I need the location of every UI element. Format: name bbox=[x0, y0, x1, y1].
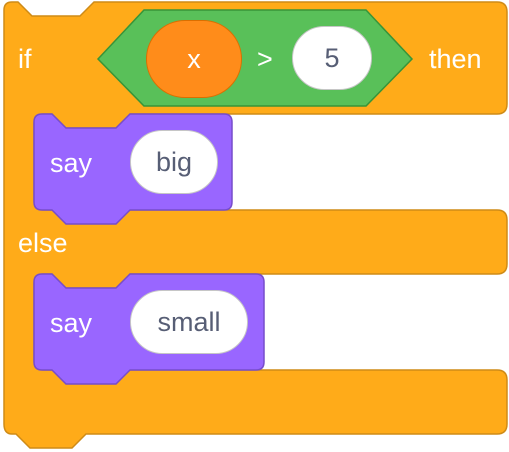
then-label: then bbox=[429, 44, 482, 74]
say-label-else: say bbox=[50, 308, 93, 338]
else-label: else bbox=[18, 228, 68, 258]
condition-value-input[interactable]: 5 bbox=[292, 26, 372, 90]
if-label: if bbox=[18, 44, 32, 74]
variable-name: x bbox=[187, 43, 201, 74]
say-message-input-else[interactable]: small bbox=[130, 290, 248, 354]
variable-reporter-x[interactable]: x bbox=[146, 20, 242, 98]
say-label-then: say bbox=[50, 148, 93, 178]
operator-symbol: > bbox=[257, 44, 273, 74]
say-message-input-then[interactable]: big bbox=[130, 130, 218, 194]
